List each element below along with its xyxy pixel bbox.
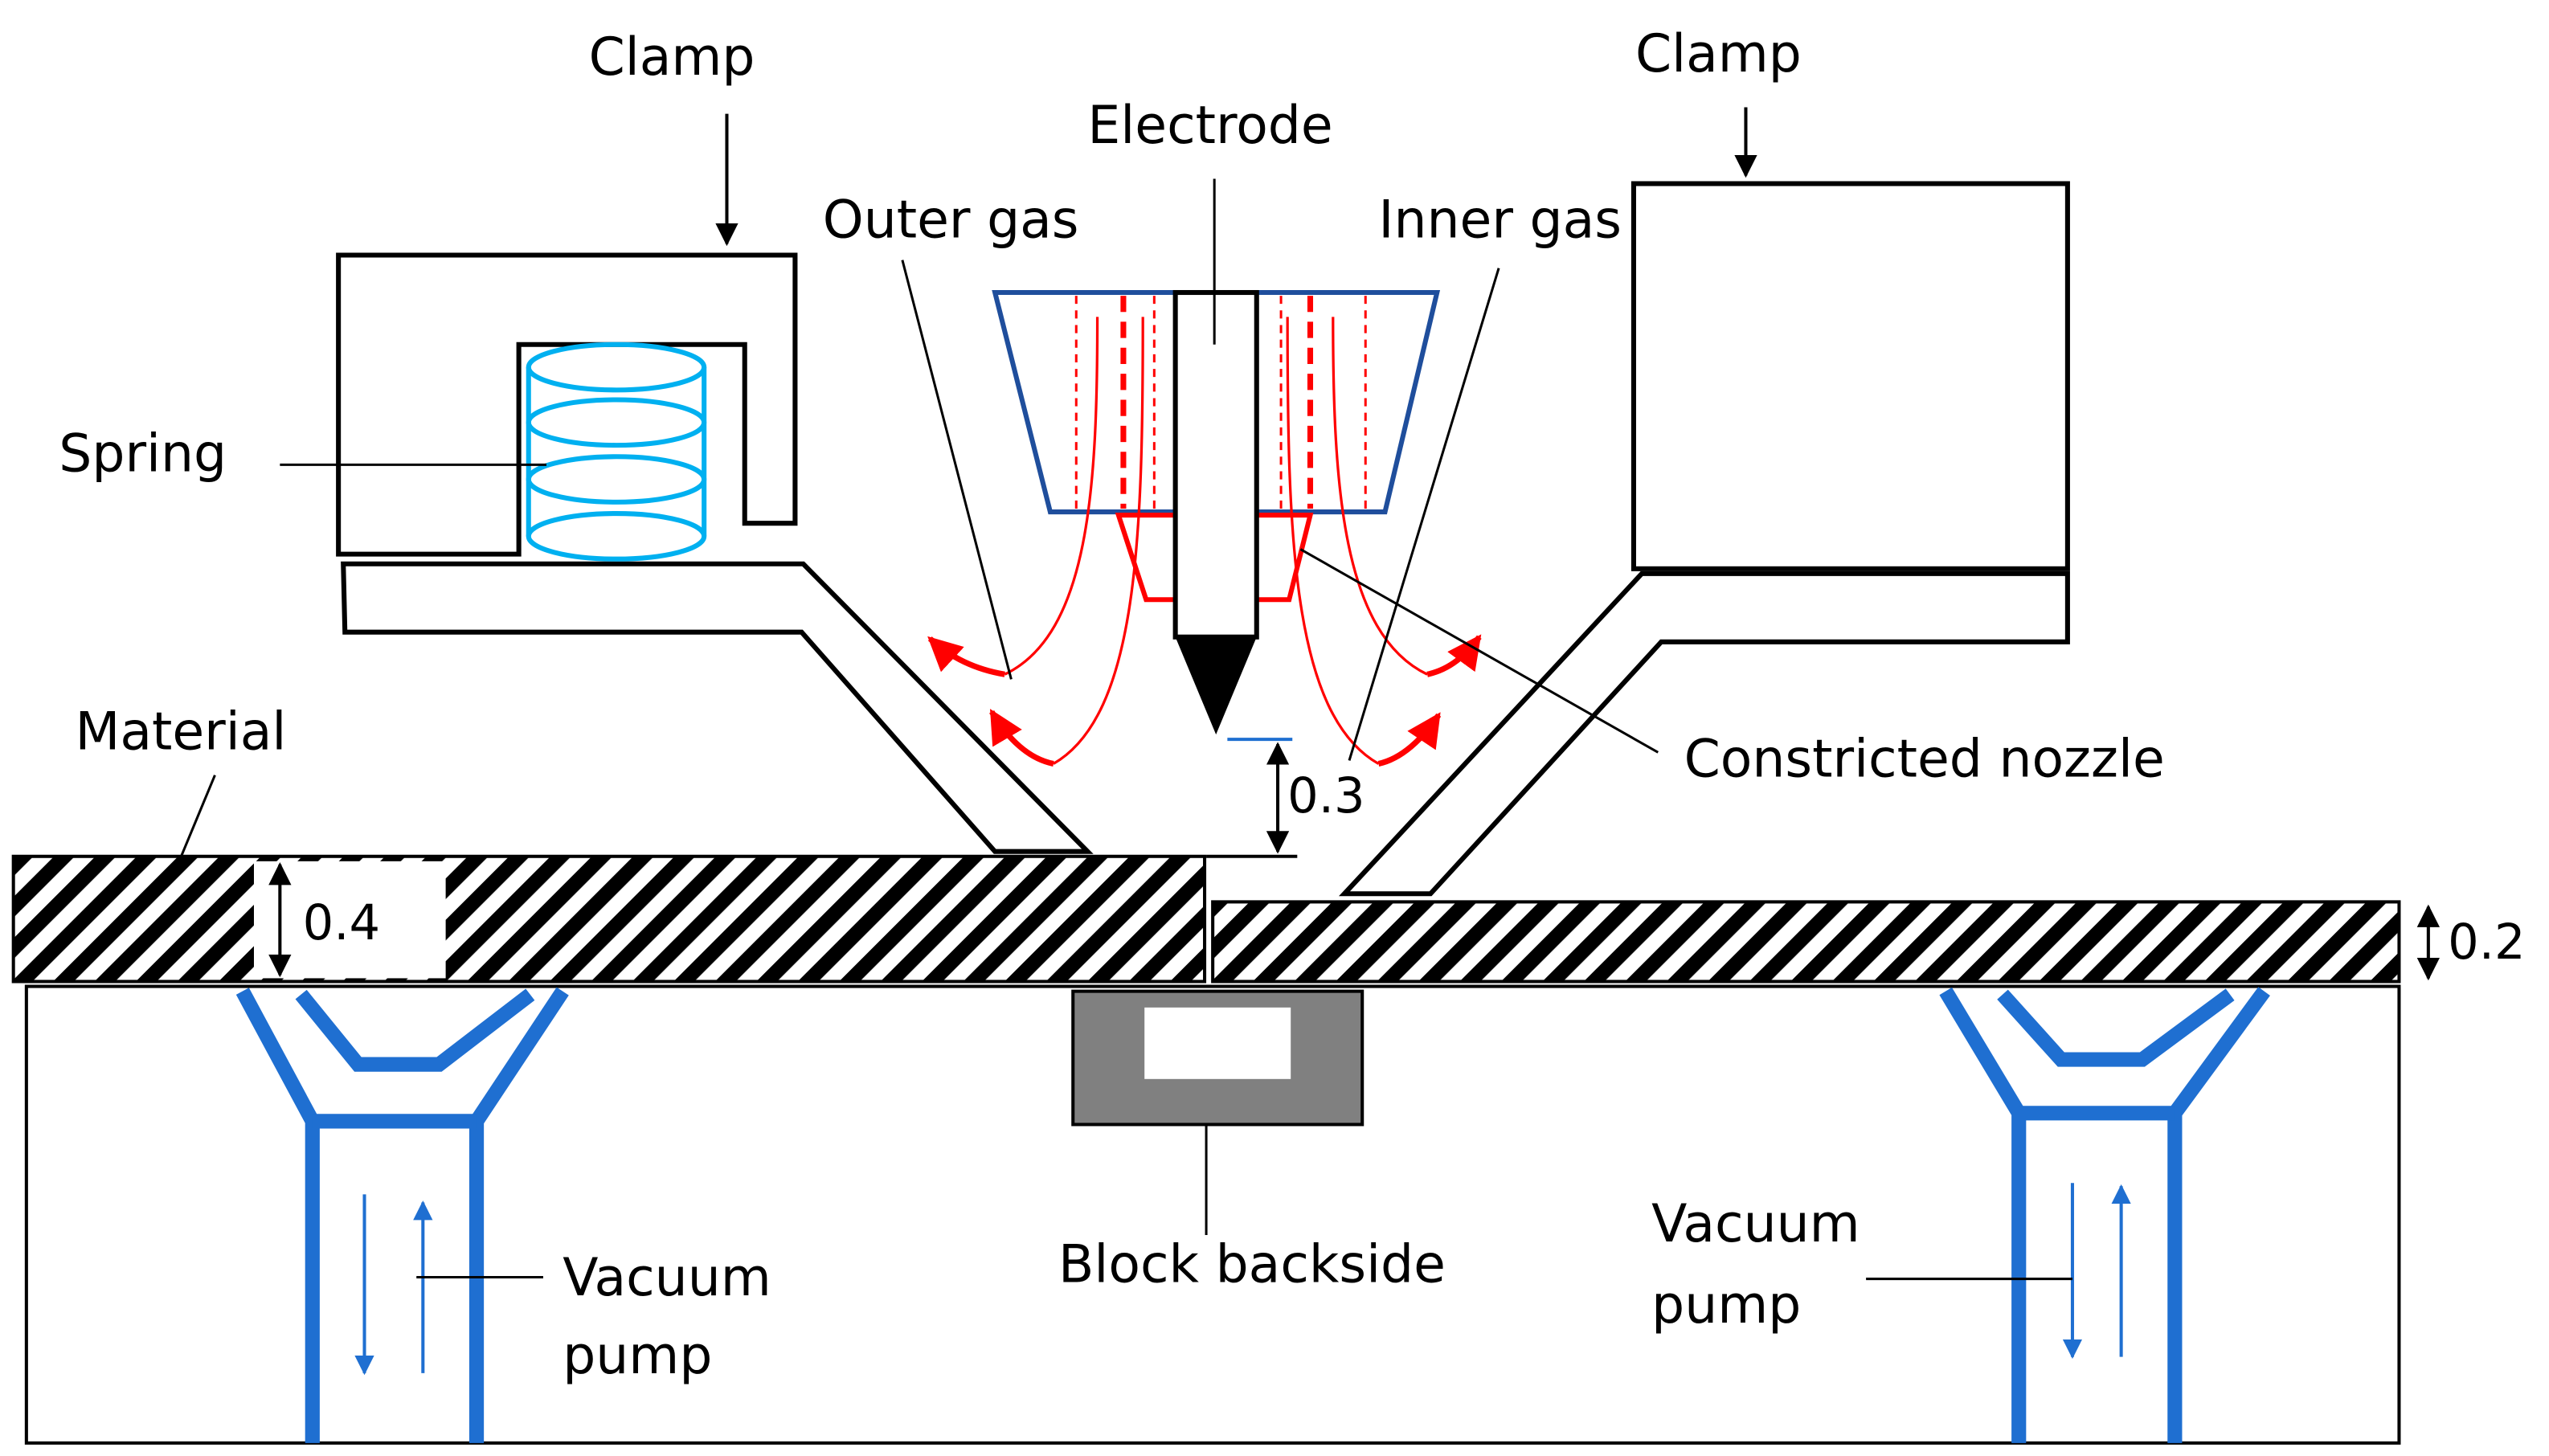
vacuum-left-label-line2: pump	[563, 1326, 712, 1386]
electrode-tip	[1175, 636, 1257, 735]
right-thickness-label: 0.2	[2448, 914, 2525, 971]
vacuum-channel-right	[1939, 987, 2270, 1443]
electrode-label: Electrode	[1087, 96, 1332, 156]
constricted-nozzle-leader	[1299, 548, 1659, 754]
material-leader	[178, 775, 216, 862]
gas-channels	[1074, 296, 1367, 509]
inner-gas-leader	[1348, 268, 1500, 761]
left-clamp-arm	[341, 561, 1094, 854]
spring	[526, 342, 707, 562]
left-clamp-body	[336, 252, 798, 557]
electrode	[1172, 289, 1259, 640]
right-clamp-body	[1630, 181, 2070, 571]
clamp-right-label: Clamp	[1635, 24, 1802, 84]
vacuum-left-label-line1: Vacuum	[563, 1248, 771, 1308]
inner-gas-label: Inner gas	[1378, 190, 1622, 250]
gap-dimension-label: 0.3	[1287, 768, 1365, 824]
constricted-nozzle-label: Constricted nozzle	[1684, 730, 2165, 790]
material-left-plate	[11, 854, 1207, 984]
outer-gas-leader	[901, 260, 1013, 680]
right-clamp-arm	[1339, 571, 2070, 897]
material-right-plate	[1211, 900, 2401, 984]
clamp-left-label: Clamp	[589, 27, 755, 88]
gas-flow	[1004, 317, 1428, 765]
backside-block-cavity	[1144, 1007, 1291, 1079]
vacuum-right-label-line2: pump	[1651, 1275, 1801, 1335]
vacuum-channel-left	[235, 987, 569, 1443]
material-label: Material	[76, 701, 287, 762]
vacuum-right-label-line1: Vacuum	[1651, 1194, 1860, 1254]
outer-gas-label: Outer gas	[823, 190, 1079, 250]
left-thickness-label: 0.4	[303, 895, 380, 951]
gas-flow-arrows	[927, 634, 1482, 767]
spring-label: Spring	[59, 423, 227, 484]
block-backside-label: Block backside	[1058, 1235, 1446, 1295]
